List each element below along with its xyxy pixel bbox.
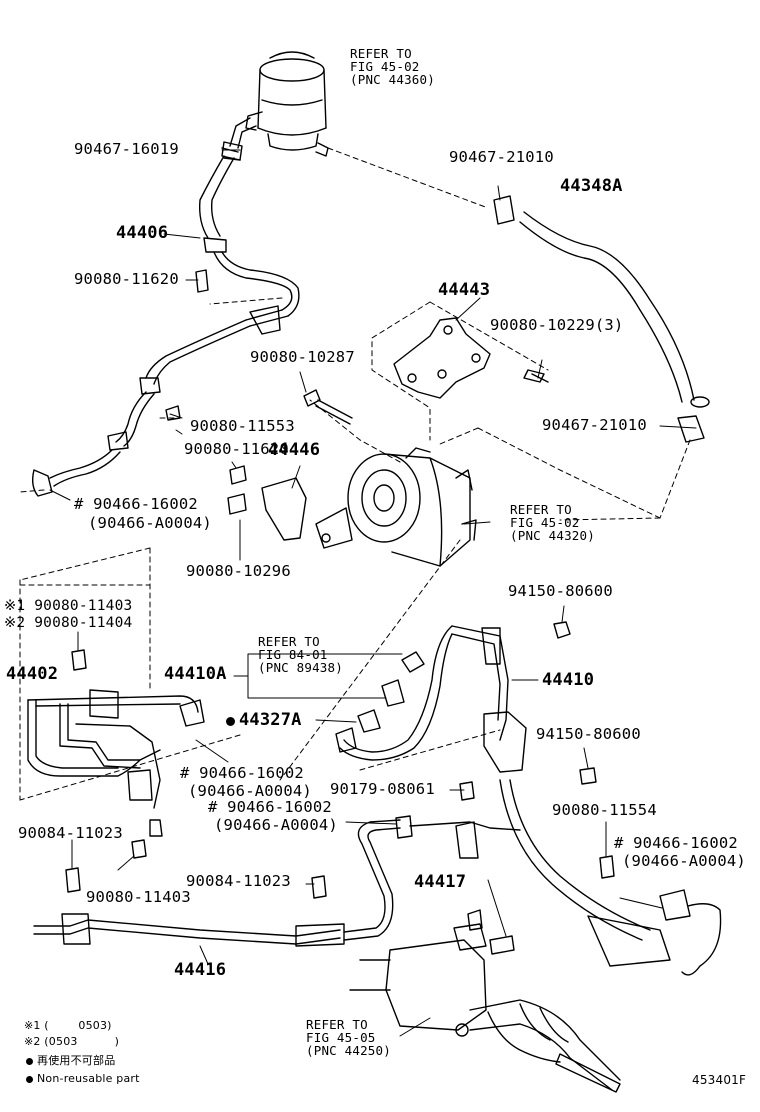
clamp-90467-16019 — [221, 141, 243, 161]
label-90080-11404-note2: ※2 90080-11404 — [4, 615, 133, 631]
legend-dot-en — [26, 1076, 33, 1083]
refer-text-44250: REFER TO FIG 45-05 (PNC 44250) — [306, 1017, 391, 1059]
label-leader-lines — [49, 149, 697, 1037]
legend-en: Non-reusable part — [26, 1073, 140, 1084]
label-90466-16002-b: # 90466-16002 — [180, 764, 304, 782]
refer-note-44360: REFER TO FIG 45-02 (PNC 44360) — [350, 47, 435, 86]
label-90466-A0004-d: (90466-A0004) — [622, 852, 746, 870]
label-44416: 44416 — [174, 960, 227, 980]
nut-94150-80600-b — [579, 767, 597, 785]
label-90466-A0004-a: (90466-A0004) — [88, 514, 212, 532]
bracket-44443 — [393, 317, 491, 399]
label-90080-11620-top: 90080-11620 — [74, 270, 179, 288]
label-90466-A0004-b: (90466-A0004) — [188, 782, 312, 800]
label-90080-11554: 90080-11554 — [552, 801, 657, 819]
power-steering-pump — [315, 447, 477, 567]
figure-id: 453401F — [692, 1073, 747, 1087]
bolt-90080-10287 — [303, 389, 353, 425]
pressure-hose-44410 — [335, 625, 527, 773]
bolt-90080-11403-top — [71, 649, 87, 671]
bolt-90080-11620 — [229, 465, 247, 485]
label-44446: 44446 — [268, 440, 321, 460]
label-44406: 44406 — [116, 223, 169, 243]
pressure-sensor-44410A — [357, 651, 425, 733]
label-90084-11023-mid: 90084-11023 — [186, 872, 291, 890]
refer-note-44250: REFER TO FIG 45-05 (PNC 44250) — [306, 1018, 391, 1057]
refer-text-44360: REFER TO FIG 45-02 (PNC 44360) — [350, 46, 435, 88]
label-90467-16019: 90467-16019 — [74, 140, 179, 158]
hose-44406 — [31, 117, 300, 497]
label-90080-11403-note1: ※1 90080-11403 — [4, 598, 133, 614]
label-90080-10287: 90080-10287 — [250, 348, 355, 366]
bolt-90084-11023-b — [311, 875, 327, 899]
label-90467-21010-right: 90467-21010 — [542, 416, 647, 434]
dashed-leaders — [19, 147, 691, 801]
label-94150-80600-mid: 94150-80600 — [536, 725, 641, 743]
label-90466-16002-a: # 90466-16002 — [74, 495, 198, 513]
legend-en-text: Non-reusable part — [37, 1072, 140, 1085]
non-reusable-dot — [226, 717, 235, 726]
refer-text-89438: REFER TO FIG 84-01 (PNC 89438) — [258, 634, 343, 676]
label-90084-11023-left: 90084-11023 — [18, 824, 123, 842]
label-44410A: 44410A — [164, 664, 227, 684]
legend-dot-jp — [26, 1058, 33, 1065]
return-pipe-44402 — [27, 689, 205, 837]
refer-note-89438: REFER TO FIG 84-01 (PNC 89438) — [258, 635, 343, 674]
label-90466-16002-c: # 90466-16002 — [208, 798, 332, 816]
bolt-90179-08061 — [459, 781, 475, 801]
label-90080-11403: 90080-11403 — [86, 888, 191, 906]
return-hose-right — [499, 779, 722, 976]
nut-94150-80600 — [553, 621, 571, 639]
label-90080-10229: 90080-10229(3) — [490, 316, 624, 334]
label-44443: 44443 — [438, 280, 491, 300]
bolt-90080-11403 — [131, 839, 147, 859]
label-44417: 44417 — [414, 872, 467, 892]
bolt-90084-11023 — [65, 867, 81, 893]
legend-jp-text: 再使用不可部品 — [37, 1054, 116, 1067]
bolt-90080-11553 — [165, 405, 181, 421]
cooler-pipe-44416 — [33, 815, 521, 947]
refer-note-44320: REFER TO FIG 45-02 (PNC 44320) — [510, 503, 595, 542]
bolt-90080-11554 — [599, 855, 615, 879]
label-90080-10296: 90080-10296 — [186, 562, 291, 580]
label-90466-A0004-c: (90466-A0004) — [214, 816, 338, 834]
legend-jp: 再使用不可部品 — [26, 1055, 115, 1066]
reservoir-tank — [245, 51, 329, 157]
bolt-90080-11620-top — [195, 269, 209, 293]
hose-44348A — [493, 195, 710, 443]
label-90467-21010-top: 90467-21010 — [449, 148, 554, 166]
bolt-90080-10229 — [523, 369, 549, 383]
label-90466-16002-d: # 90466-16002 — [614, 834, 738, 852]
label-90080-11620-mid: 90080-11620 — [184, 440, 289, 458]
label-44348A: 44348A — [560, 176, 623, 196]
label-44402: 44402 — [6, 664, 59, 684]
label-44327A: 44327A — [226, 712, 302, 729]
bolt-90080-10296 — [227, 493, 247, 515]
label-44327A-text: 44327A — [239, 710, 302, 730]
label-44410: 44410 — [542, 670, 595, 690]
bracket-44446 — [261, 477, 307, 541]
label-90080-11553: 90080-11553 — [190, 417, 295, 435]
footnote-1: ※1 ( 0503) — [24, 1019, 112, 1032]
label-94150-80600-top: 94150-80600 — [508, 582, 613, 600]
steering-gear-box — [349, 909, 621, 1093]
refer-text-44320: REFER TO FIG 45-02 (PNC 44320) — [510, 502, 595, 544]
footnote-2: ※2 (0503 ) — [24, 1035, 120, 1048]
label-90179-08061: 90179-08061 — [330, 780, 435, 798]
